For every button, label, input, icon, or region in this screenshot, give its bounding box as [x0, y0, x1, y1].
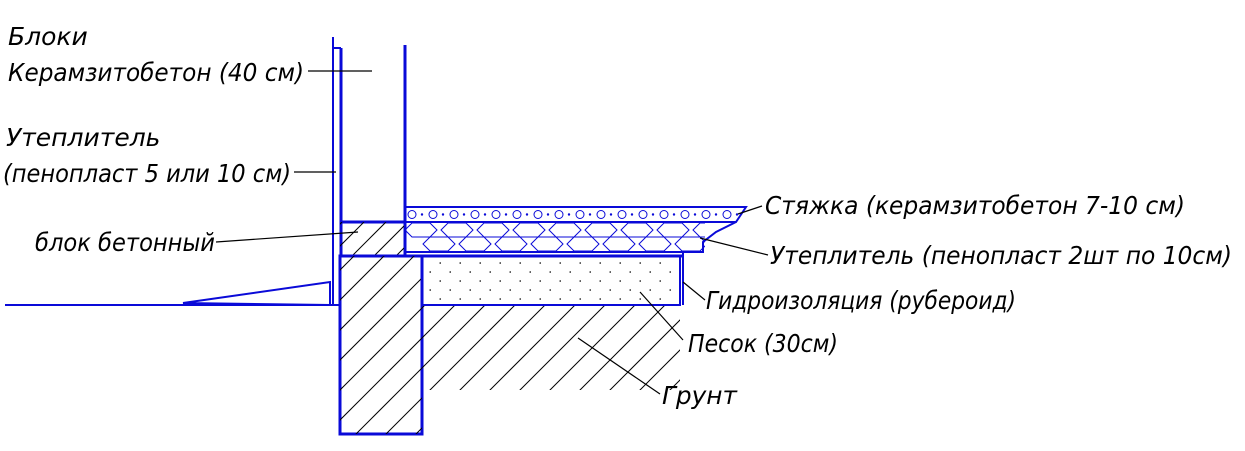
screed-pattern	[407, 210, 739, 219]
label-floor-insulation: Утеплитель (пенопласт 2шт по 10см)	[770, 241, 1232, 270]
blind-area	[182, 280, 331, 307]
floor-insulation-pattern	[405, 222, 705, 252]
leader-concrete-block	[215, 231, 359, 243]
sand-pattern	[429, 262, 672, 300]
label-soil: Грунт	[662, 381, 738, 410]
leader-waterproofing	[682, 281, 706, 301]
foundation-footing	[338, 254, 424, 436]
label-concrete-block: блок бетонный	[35, 228, 215, 257]
label-wall-insulation-line1: Утеплитель	[6, 123, 160, 152]
leader-floor-insulation	[699, 237, 769, 256]
floor-insulation-layer	[405, 221, 737, 253]
concrete-block	[339, 220, 407, 258]
label-waterproofing: Гидроизоляция (рубероид)	[706, 286, 1016, 315]
label-blocks-line1: Блоки	[8, 22, 88, 51]
leader-sand	[639, 291, 684, 341]
label-screed: Стяжка (керамзитобетон 7-10 см)	[765, 191, 1185, 220]
label-blocks-line2: Керамзитобетон (40 см)	[8, 58, 304, 87]
leader-screed	[737, 205, 763, 215]
leader-soil	[577, 337, 661, 395]
label-sand: Песок (30см)	[688, 329, 838, 358]
sand-layer	[421, 255, 681, 306]
label-wall-insulation-line2: (пенопласт 5 или 10 см)	[3, 159, 291, 188]
